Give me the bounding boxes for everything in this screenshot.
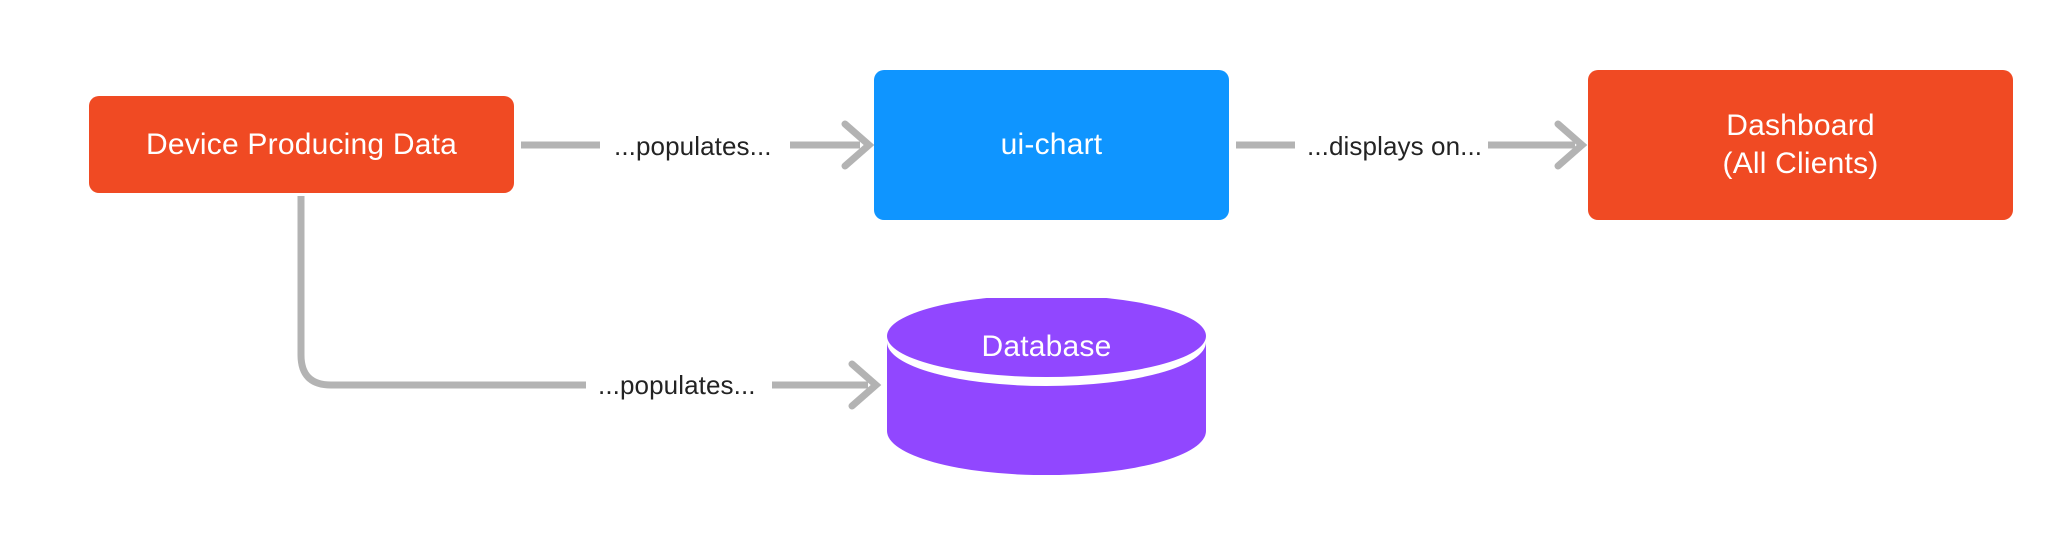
edge-uichart-to-dashboard-arrowhead [1554,120,1588,170]
edge-label-uichart-to-dashboard: ...displays on... [1301,131,1489,162]
node-dashboard-label: Dashboard (All Clients) [1722,109,1879,180]
edge-device-to-database-arrowhead [848,360,882,410]
edge-device-to-uichart-arrowhead [841,120,875,170]
edge-label-device-to-uichart: ...populates... [608,131,778,162]
node-ui-chart[interactable]: ui-chart [874,70,1229,220]
edge-label-device-to-database: ...populates... [592,370,762,401]
node-ui-chart-label: ui-chart [1000,128,1103,162]
node-database[interactable]: Database [884,298,1209,475]
edge-device-to-database-elbow [297,196,586,389]
node-device-producing-data[interactable]: Device Producing Data [89,96,514,193]
database-cylinder-icon [887,298,1206,475]
node-dashboard[interactable]: Dashboard (All Clients) [1588,70,2013,220]
cylinder-top-disc [887,298,1206,377]
node-device-producing-data-label: Device Producing Data [145,127,458,161]
